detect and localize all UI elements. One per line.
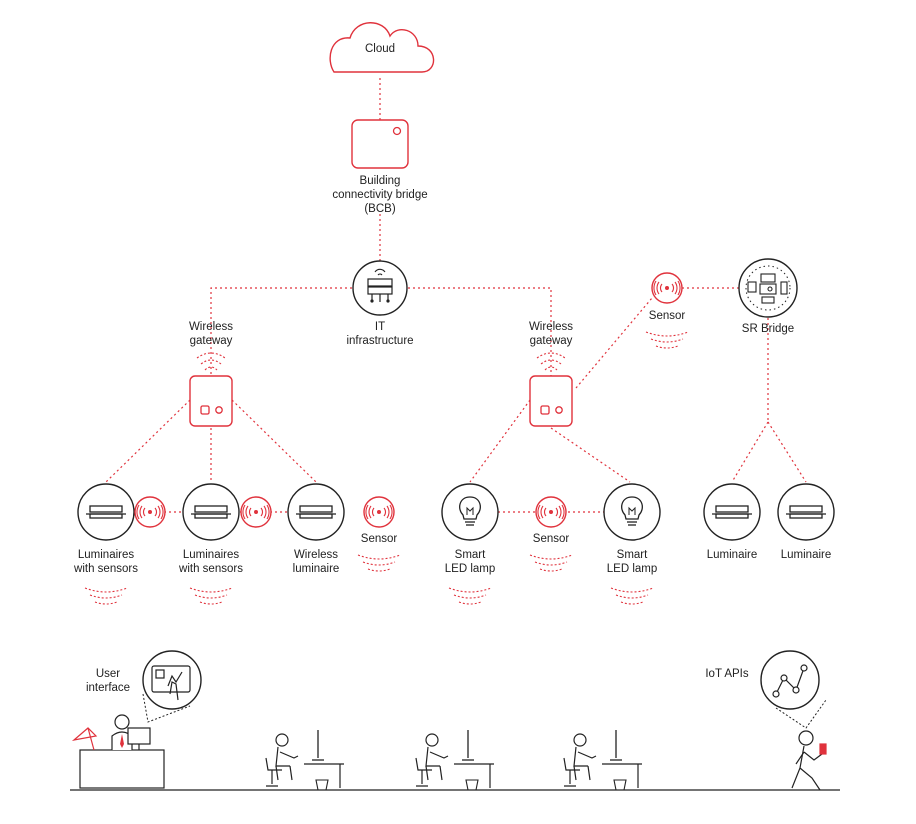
graph-nodes-icon xyxy=(772,664,808,698)
gateway-box-icon xyxy=(189,375,233,427)
smart-lamp-1-node xyxy=(441,483,499,605)
office-scene xyxy=(70,714,840,791)
user-interface-label: User interface xyxy=(85,668,131,694)
sensor-between-2 xyxy=(240,496,272,528)
sensor-left-label: Sensor xyxy=(360,533,398,545)
wireless-sensor-icon xyxy=(134,496,166,528)
gateway-right-node xyxy=(529,352,573,427)
worker-desk-1 xyxy=(265,729,345,791)
wireless-luminaire-label: Wireless luminaire xyxy=(292,549,340,575)
walker-icon xyxy=(798,730,814,746)
smart-lamp-1-label: Smart LED lamp xyxy=(444,549,496,575)
user-interface-node xyxy=(142,650,202,723)
wireless-sensor-icon xyxy=(535,496,567,528)
smart-lamp-2-node xyxy=(603,483,661,605)
server-icon xyxy=(367,268,393,303)
gateway-box-icon xyxy=(529,375,573,427)
cloud-label: Cloud xyxy=(364,43,396,55)
sensor-top-label: Sensor xyxy=(648,310,686,322)
lum-sensors-2-label: Luminaires with sensors xyxy=(179,549,243,575)
sensor-mid-label: Sensor xyxy=(532,533,570,545)
sr-bridge-label: SR Bridge xyxy=(741,323,795,335)
lum-sensors-1-label: Luminaires with sensors xyxy=(74,549,138,575)
cloud-node xyxy=(329,22,435,73)
luminaire-1-label: Luminaire xyxy=(706,549,758,561)
iot-apis-label: IoT APIs xyxy=(705,668,749,680)
sensor-between-1 xyxy=(134,496,166,528)
it-node xyxy=(352,260,408,316)
wireless-sensor-icon xyxy=(240,496,272,528)
smart-lamp-2-label: Smart LED lamp xyxy=(606,549,658,575)
bcb-label: Building connectivity bridge (BCB) xyxy=(332,175,428,215)
tablet-touch-icon xyxy=(151,665,191,701)
wireless-luminaire-node xyxy=(287,483,345,541)
iot-apis-node xyxy=(760,650,827,729)
person-icon xyxy=(114,714,130,730)
luminaire-1-node xyxy=(703,483,761,541)
gateway-right-label: Wireless gateway xyxy=(528,321,574,347)
devices-hub-icon xyxy=(747,273,788,304)
bcb-node xyxy=(351,119,409,169)
worker-desk-2 xyxy=(415,729,495,791)
sr-bridge-node xyxy=(738,258,798,318)
manager-desk-illustration xyxy=(71,714,165,789)
walking-person-illustration xyxy=(791,730,827,791)
wireless-sensor-icon xyxy=(651,272,683,304)
cloud-icon xyxy=(329,22,435,73)
lum-sensors-1-node xyxy=(77,483,135,605)
it-label: IT infrastructure xyxy=(346,321,414,347)
luminaire-2-label: Luminaire xyxy=(780,549,832,561)
wireless-sensor-icon xyxy=(363,496,395,528)
luminaire-2-node xyxy=(777,483,835,541)
lum-sensors-2-node xyxy=(182,483,240,605)
worker-desk-3 xyxy=(563,729,643,791)
connection-lines xyxy=(105,78,807,513)
bridge-box-icon xyxy=(351,119,409,169)
gateway-left-label: Wireless gateway xyxy=(188,321,234,347)
